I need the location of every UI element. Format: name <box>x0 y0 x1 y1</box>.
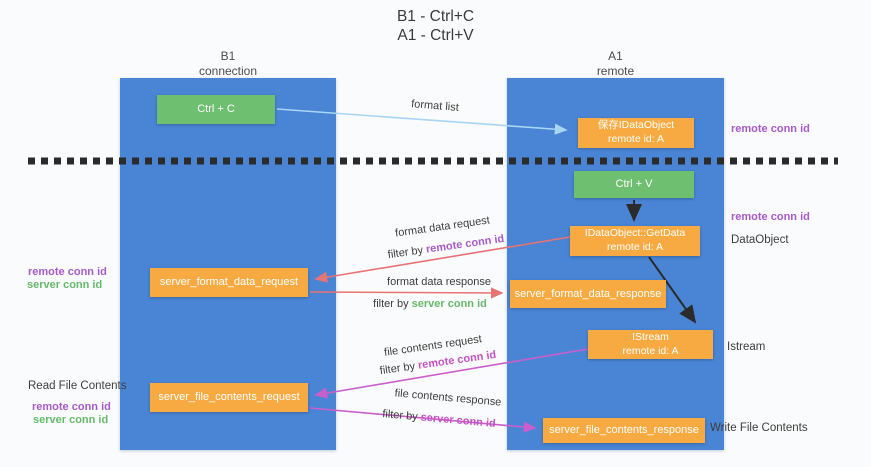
node-server-file-contents-request: server_file_contents_request <box>150 383 308 412</box>
filter-by-prefix-1: filter by <box>387 243 427 262</box>
filter-server-conn-id-2: server conn id <box>420 411 497 430</box>
label-file-contents-response: file contents response <box>394 387 502 409</box>
lane-header-b1: B1 connection <box>120 49 336 79</box>
label-format-list: format list <box>410 98 460 114</box>
node-server-format-data-request-label: server_format_data_request <box>159 276 299 289</box>
filter-by-prefix-3: filter by <box>379 359 419 378</box>
node-save-idataobject-line2: remote id: A <box>607 133 665 145</box>
label-write-file-contents: Write File Contents <box>710 422 808 434</box>
node-getdata-line2: remote id: A <box>606 241 664 253</box>
label-filter-server-1: filter by server conn id <box>370 298 490 310</box>
label-read-file-contents: Read File Contents <box>28 380 127 392</box>
label-filter-server-2: filter by server conn id <box>374 407 505 430</box>
lane-b1-name: B1 <box>220 49 236 63</box>
lane-header-a1: A1 remote <box>507 49 724 79</box>
diagram-title: B1 - Ctrl+C A1 - Ctrl+V <box>0 7 871 46</box>
node-istream: IStream remote id: A <box>588 330 713 359</box>
label-remote-conn-id-left-bottom: remote conn id <box>32 401 111 413</box>
label-dataobject: DataObject <box>731 234 789 246</box>
label-remote-conn-id-left-top: remote conn id <box>28 266 107 278</box>
node-server-file-contents-request-label: server_file_contents_request <box>158 391 300 404</box>
title-line-2: A1 - Ctrl+V <box>397 27 474 45</box>
label-server-conn-id-left-bottom: server conn id <box>33 414 109 426</box>
node-server-file-contents-response: server_file_contents_response <box>543 418 705 443</box>
title-line-1: B1 - Ctrl+C <box>396 8 475 25</box>
node-idataobject-getdata: IDataObject::GetData remote id: A <box>570 226 700 256</box>
lane-a1-role: remote <box>596 64 635 78</box>
label-server-conn-id-left-top: server conn id <box>27 279 103 291</box>
filter-server-conn-id-1: server conn id <box>411 298 487 310</box>
node-ctrl-v: Ctrl + V <box>574 171 694 198</box>
label-format-data-response: format data response <box>387 276 491 288</box>
node-ctrl-c: Ctrl + C <box>157 95 275 124</box>
node-save-idataobject-line1: 保存IDataObject <box>597 119 675 132</box>
label-remote-conn-id-right-mid: remote conn id <box>731 211 810 223</box>
node-server-format-data-response: server_format_data_response <box>510 280 666 308</box>
label-istream: Istream <box>727 341 766 353</box>
node-server-format-data-response-label: server_format_data_response <box>514 287 662 300</box>
node-server-format-data-request: server_format_data_request <box>150 268 308 297</box>
arrow-format-data-response <box>309 287 504 299</box>
node-ctrl-c-label: Ctrl + C <box>197 103 235 116</box>
node-ctrl-v-label: Ctrl + V <box>615 178 653 191</box>
node-getdata-line1: IDataObject::GetData <box>584 227 686 240</box>
node-istream-line2: remote id: A <box>622 344 679 357</box>
filter-by-prefix-2: filter by <box>373 298 412 310</box>
filter-remote-conn-id-1: remote conn id <box>425 232 505 256</box>
node-save-idataobject: 保存IDataObject remote id: A <box>578 118 694 148</box>
node-istream-line1: IStream <box>632 330 669 343</box>
lane-b1-role: connection <box>198 64 258 78</box>
node-server-file-contents-response-label: server_file_contents_response <box>549 424 699 437</box>
filter-by-prefix-4: filter by <box>381 408 422 424</box>
label-remote-conn-id-right-top: remote conn id <box>731 123 810 135</box>
lane-a1-name: A1 <box>608 49 623 63</box>
